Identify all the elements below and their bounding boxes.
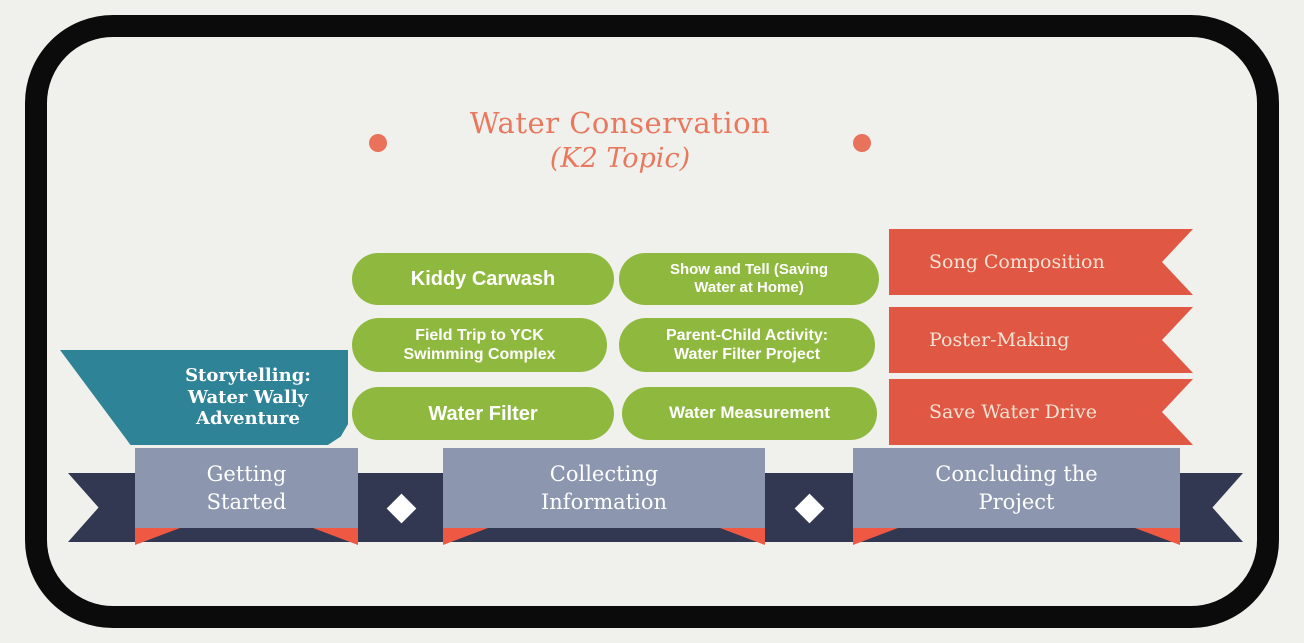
rounded-frame-border	[25, 15, 1279, 628]
outcome-label: Song Composition	[929, 251, 1105, 273]
bullet-dot-icon	[369, 134, 387, 152]
phase-box-concluding-project: Concluding the Project	[853, 448, 1180, 528]
phase-label: Getting Started	[206, 461, 287, 514]
outcome-label: Save Water Drive	[929, 401, 1097, 423]
activity-pill-water-filter: Water Filter	[352, 387, 614, 440]
bullet-dot-icon	[853, 134, 871, 152]
activity-pill-parent-child: Parent-Child Activity: Water Filter Proj…	[619, 318, 875, 372]
phase-label: Concluding the Project	[935, 461, 1098, 514]
activity-pill-water-measurement: Water Measurement	[622, 387, 877, 440]
activity-pill-show-and-tell: Show and Tell (Saving Water at Home)	[619, 253, 879, 305]
outcome-flag-save-water-drive: Save Water Drive	[889, 379, 1193, 445]
title-main: Water Conservation	[469, 106, 771, 140]
storytelling-banner: Storytelling: Water Wally Adventure	[60, 350, 348, 445]
phase-box-collecting-information: Collecting Information	[443, 448, 765, 528]
activity-pill-field-trip: Field Trip to YCK Swimming Complex	[352, 318, 607, 372]
outcome-flag-poster-making: Poster-Making	[889, 307, 1193, 373]
outcome-flag-song-composition: Song Composition	[889, 229, 1193, 295]
page-title: Water Conservation (K2 Topic)	[320, 106, 920, 174]
title-subtitle: (K2 Topic)	[549, 142, 691, 174]
phase-label: Collecting Information	[540, 461, 668, 514]
outcome-label: Poster-Making	[929, 329, 1070, 351]
storytelling-label: Storytelling: Water Wally Adventure	[185, 364, 311, 430]
phase-box-getting-started: Getting Started	[135, 448, 358, 528]
activity-pill-kiddy-carwash: Kiddy Carwash	[352, 253, 614, 305]
